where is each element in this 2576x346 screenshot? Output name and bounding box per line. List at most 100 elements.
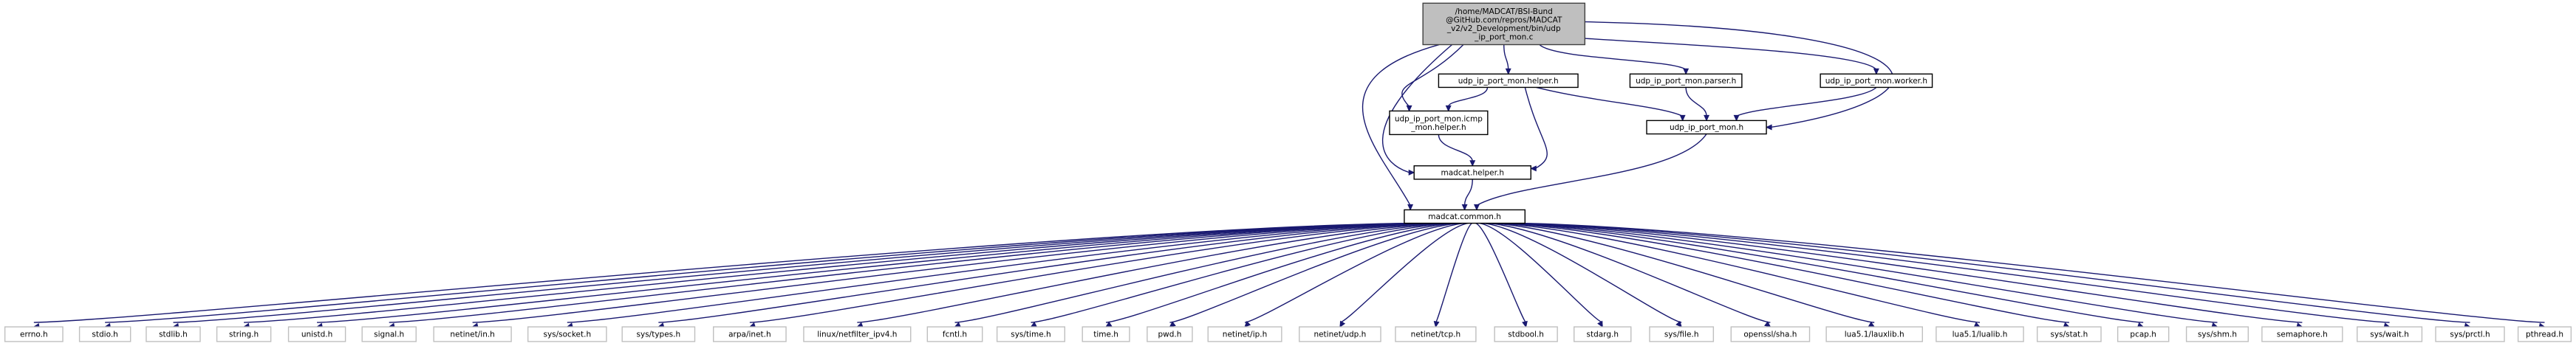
node-box (2117, 326, 2170, 342)
edge-common-to-lauxlib (1490, 222, 1876, 328)
node-worker[interactable]: udp_ip_port_mon.worker.h (1820, 73, 1933, 89)
node-label: pcap.h (2130, 331, 2156, 339)
node-errno[interactable]: errno.h (4, 326, 64, 342)
node-box (1936, 326, 2024, 342)
node-arpa-inet[interactable]: arpa/inet.h (713, 326, 787, 342)
node-box (1404, 209, 1526, 224)
edge-common-to-sys_stat (1497, 222, 2071, 328)
node-signal[interactable]: signal.h (361, 326, 417, 342)
node-box (2037, 326, 2102, 342)
node-netinet-in[interactable]: netinet/in.h (433, 326, 512, 342)
node-root[interactable]: /home/MADCAT/BSI-Bund@GitHub.com/repros/… (1422, 2, 1586, 46)
node-box (2185, 326, 2249, 342)
node-netfilter[interactable]: linux/netfilter_ipv4.h (803, 326, 912, 342)
node-label: netinet/in.h (450, 331, 494, 339)
node-helper[interactable]: udp_ip_port_mon.helper.h (1438, 73, 1579, 89)
node-box (1649, 326, 1715, 342)
node-semaphore[interactable]: semaphore.h (2261, 326, 2343, 342)
node-label: madcat.helper.h (1441, 168, 1504, 177)
node-fcntl[interactable]: fcntl.h (926, 326, 983, 342)
node-label: sys/wait.h (2370, 331, 2409, 339)
edge-common-to-stdbool (1475, 222, 1528, 328)
node-label: errno.h (20, 331, 48, 339)
node-unistd[interactable]: unistd.h (287, 326, 346, 342)
node-madhelper[interactable]: madcat.helper.h (1413, 165, 1531, 180)
node-label: udp_ip_port_mon.icmp (1395, 114, 1483, 123)
node-label: netinet/tcp.h (1411, 331, 1460, 339)
node-label: udp_ip_port_mon.parser.h (1636, 77, 1736, 86)
edge-mon-to-common (1473, 134, 1707, 211)
node-lauxlib[interactable]: lua5.1/lauxlib.h (1825, 326, 1923, 342)
node-time[interactable]: time.h (1082, 326, 1130, 342)
node-box (1147, 326, 1193, 342)
node-box (1629, 73, 1743, 89)
node-stdbool[interactable]: stdbool.h (1494, 326, 1558, 342)
node-openssl-sha[interactable]: openssl/sha.h (1730, 326, 1811, 342)
node-label: stdbool.h (1508, 331, 1544, 339)
edge-icmp-to-madhelper (1438, 134, 1476, 167)
node-label: @GitHub.com/repros/MADCAT (1446, 15, 1562, 24)
node-box (926, 326, 983, 342)
node-box (2435, 326, 2505, 342)
node-mon[interactable]: udp_ip_port_mon.h (1646, 120, 1767, 135)
node-netinet-tcp[interactable]: netinet/tcp.h (1395, 326, 1477, 342)
node-box (1646, 120, 1767, 135)
edge-helper-to-icmp (1445, 87, 1489, 112)
node-common[interactable]: madcat.common.h (1404, 209, 1526, 224)
node-label: sys/time.h (1011, 331, 1050, 339)
node-sys-stat[interactable]: sys/stat.h (2037, 326, 2102, 342)
node-box (361, 326, 417, 342)
node-box (621, 326, 696, 342)
node-lualib[interactable]: lua5.1/lualib.h (1936, 326, 2024, 342)
node-label: pwd.h (1158, 331, 1181, 339)
node-stdlib[interactable]: stdlib.h (146, 326, 201, 342)
node-label: sys/stat.h (2050, 331, 2088, 339)
node-label: stdio.h (92, 331, 117, 339)
node-label: time.h (1093, 331, 1118, 339)
node-icmp[interactable]: udp_ip_port_mon.icmp_mon.helper.h (1389, 110, 1489, 136)
node-netinet-ip[interactable]: netinet/ip.h (1207, 326, 1282, 342)
nodes-layer: /home/MADCAT/BSI-Bund@GitHub.com/repros/… (4, 2, 2572, 342)
node-box (527, 326, 607, 342)
node-label: linux/netfilter_ipv4.h (817, 331, 897, 339)
edge-worker-to-mon (1733, 86, 1877, 122)
node-sys-time[interactable]: sys/time.h (996, 326, 1065, 342)
node-pwd[interactable]: pwd.h (1147, 326, 1193, 342)
node-pcap[interactable]: pcap.h (2117, 326, 2170, 342)
edge-common-to-semaphore (1509, 222, 2303, 328)
node-label: sys/types.h (637, 331, 681, 339)
node-label: pthread.h (2526, 331, 2563, 339)
node-sys-wait[interactable]: sys/wait.h (2357, 326, 2423, 342)
edge-root-to-parser (1539, 44, 1690, 75)
node-parser[interactable]: udp_ip_port_mon.parser.h (1629, 73, 1743, 89)
node-sys-prctl[interactable]: sys/prctl.h (2435, 326, 2505, 342)
node-label: sys/socket.h (543, 331, 591, 339)
node-string[interactable]: string.h (216, 326, 272, 342)
node-box (1820, 73, 1933, 89)
edge-common-to-sys_types (657, 222, 1439, 328)
node-box (996, 326, 1065, 342)
node-sys-types[interactable]: sys/types.h (621, 326, 696, 342)
edge-common-to-sys_wait (1512, 222, 2391, 329)
node-label: sys/file.h (1664, 331, 1699, 339)
node-label: sys/prctl.h (2450, 331, 2490, 339)
node-stdio[interactable]: stdio.h (78, 326, 131, 342)
node-label: lua5.1/lualib.h (1953, 331, 2008, 339)
node-sys-file[interactable]: sys/file.h (1649, 326, 1715, 342)
node-sys-socket[interactable]: sys/socket.h (527, 326, 607, 342)
edge-common-to-pwd (1169, 222, 1461, 328)
node-box (216, 326, 272, 342)
node-label: /home/MADCAT/BSI-Bund (1455, 7, 1553, 16)
node-label: _ip_port_mon.c (1474, 32, 1534, 41)
node-box (146, 326, 201, 342)
node-netinet-udp[interactable]: netinet/udp.h (1299, 326, 1381, 342)
node-label: udp_ip_port_mon.h (1670, 123, 1743, 132)
node-box (78, 326, 131, 342)
node-label: openssl/sha.h (1743, 331, 1797, 339)
node-label: _mon.helper.h (1410, 123, 1466, 132)
node-stdarg[interactable]: stdarg.h (1574, 326, 1632, 342)
node-label: udp_ip_port_mon.helper.h (1458, 77, 1559, 86)
node-pthread[interactable]: pthread.h (2517, 326, 2572, 342)
node-sys-shm[interactable]: sys/shm.h (2185, 326, 2249, 342)
